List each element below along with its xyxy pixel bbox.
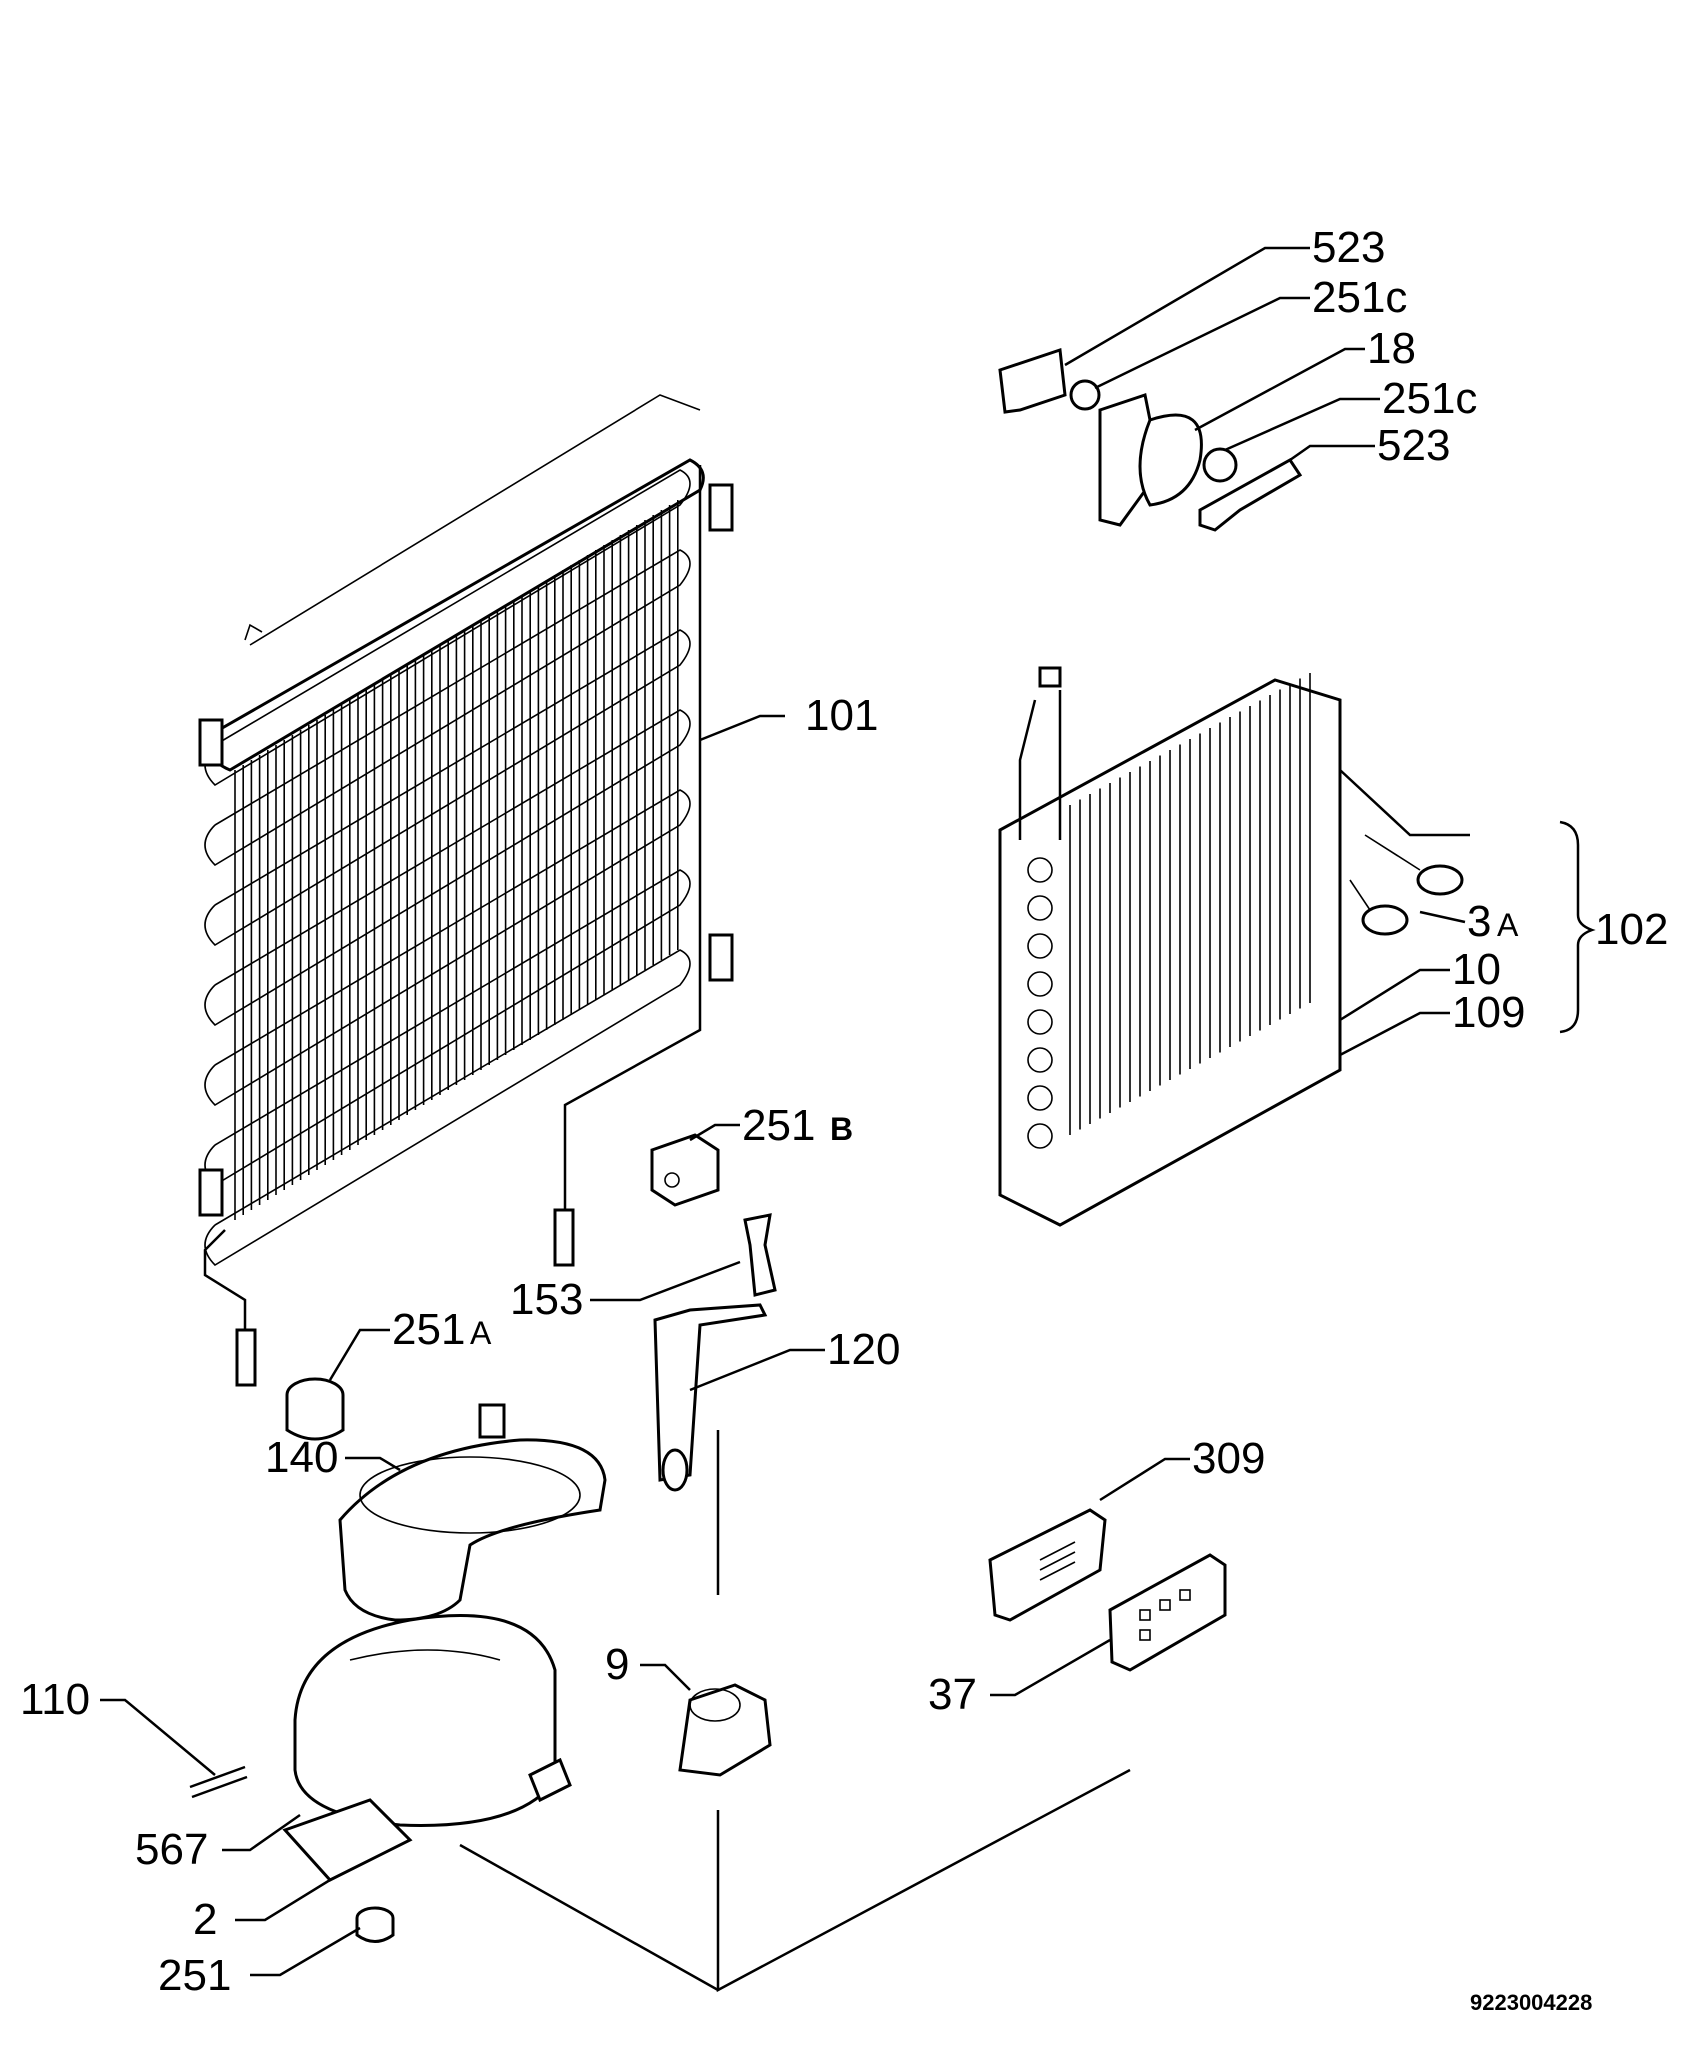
label-251c-bottom: 251c <box>1382 374 1477 423</box>
drawing-code: 9223004228 <box>1470 1990 1592 2015</box>
evaporator-tube-end <box>1027 1009 1053 1035</box>
label-140: 140 <box>265 1433 338 1482</box>
label-109: 109 <box>1452 988 1525 1037</box>
evaporator-tube-end <box>1027 1085 1053 1111</box>
label-18: 18 <box>1367 324 1416 373</box>
compressor <box>282 1614 572 1882</box>
label-120: 120 <box>827 1325 900 1374</box>
label-309: 309 <box>1192 1434 1265 1483</box>
label-523-bottom: 523 <box>1377 421 1450 470</box>
part-110-pin <box>189 1765 248 1799</box>
condenser-coil-loop <box>204 949 691 1267</box>
label-2: 2 <box>193 1895 217 1944</box>
condenser-coil-loop <box>204 869 691 1187</box>
part-120-drier <box>653 1303 768 1492</box>
condenser-coil-loop <box>204 549 691 867</box>
label-251c-top: 251c <box>1312 273 1407 322</box>
part-140-cover <box>338 1403 607 1622</box>
label-3: 3 <box>1467 897 1491 946</box>
leader-lines <box>100 246 1470 1977</box>
drip-heater-part-3a <box>1349 834 1464 936</box>
part-153-fitting <box>743 1213 777 1297</box>
evaporator-tube-end <box>1027 895 1053 921</box>
label-251: 251 <box>158 1951 231 2000</box>
part-251b-block <box>650 1133 720 1207</box>
evaporator-tube-end <box>1027 1047 1053 1073</box>
evaporator-part-102 <box>998 666 1342 1227</box>
label-251a-suffix: A <box>470 1315 492 1351</box>
condenser-part-101 <box>198 394 734 1387</box>
evaporator-tube-end <box>1027 1123 1053 1149</box>
evaporator-tube-end <box>1027 933 1053 959</box>
label-3-suffix: A <box>1497 907 1519 943</box>
evaporator-tube-end <box>1027 857 1053 883</box>
condenser-coil-loop <box>204 709 691 1027</box>
condenser-coil-loop <box>204 629 691 947</box>
label-251a: 251 <box>392 1305 465 1354</box>
label-567: 567 <box>135 1825 208 1874</box>
part-labels: 523 251c 18 251c 523 101 3 A 102 10 109 … <box>20 223 1668 2015</box>
label-251b: 251 <box>742 1101 815 1150</box>
part-37-control-panel <box>1108 1553 1227 1672</box>
label-523-top: 523 <box>1312 223 1385 272</box>
label-110: 110 <box>20 1675 90 1724</box>
label-101: 101 <box>805 691 878 740</box>
label-102: 102 <box>1595 905 1668 954</box>
label-9: 9 <box>605 1640 629 1689</box>
condenser-coil-loop <box>204 789 691 1107</box>
evaporator-tube-end <box>1027 971 1053 997</box>
label-251b-suffix: B <box>830 1111 853 1147</box>
part-251-foot <box>355 1906 395 1943</box>
part-309-control-board <box>988 1508 1107 1622</box>
part-251a-grommet <box>285 1377 345 1441</box>
label-10: 10 <box>1452 945 1501 994</box>
fan-assembly <box>998 347 1303 532</box>
label-37: 37 <box>928 1670 977 1719</box>
bracket-102 <box>1559 820 1596 1034</box>
part-9-clamp <box>678 1683 772 1777</box>
cabinet-outline <box>459 1430 1131 1993</box>
label-153: 153 <box>510 1275 583 1324</box>
